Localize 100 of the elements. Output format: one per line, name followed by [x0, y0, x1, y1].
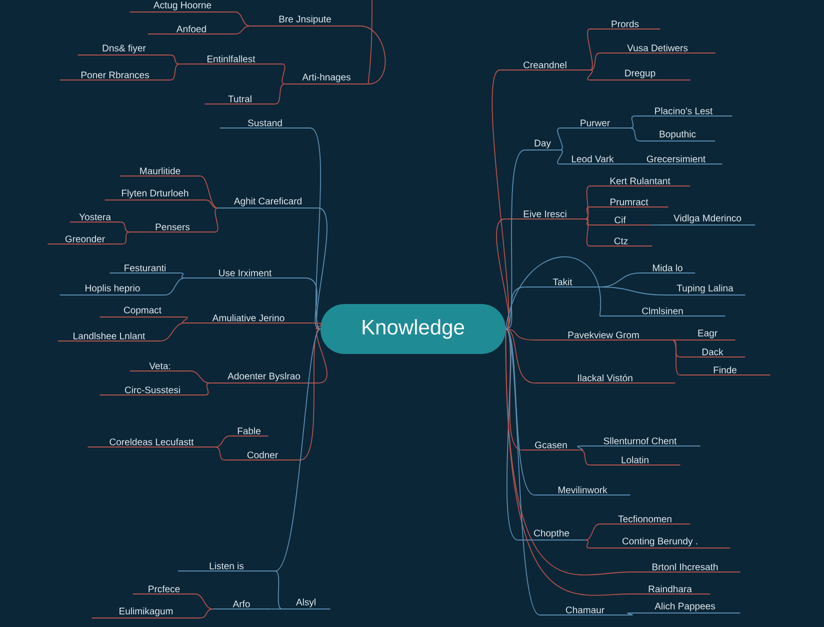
branch-label: Arti-hnages	[284, 73, 369, 84]
branch-label: Dregup	[589, 70, 691, 80]
branch-line	[584, 540, 590, 548]
branch-line	[580, 450, 590, 466]
branch-line	[600, 286, 666, 296]
branch-label: Conting Berundy .	[589, 537, 731, 548]
branch-label: Eulimikagum	[91, 607, 201, 618]
branch-label: Takit	[524, 278, 601, 288]
branch-line	[200, 176, 218, 208]
branch-label: Greonder	[47, 235, 123, 244]
branch-line	[160, 322, 186, 342]
branch-line	[164, 278, 186, 296]
branch-label: Placino's Lest	[634, 107, 733, 116]
branch-line	[557, 128, 563, 150]
branch-label: Coreldeas Lecufastt	[87, 438, 216, 448]
branch-label: Kert Rulantant	[589, 177, 691, 186]
branch-label: Flyten Drturloeh	[104, 189, 206, 200]
branch-line	[360, 26, 386, 84]
branch-line	[505, 328, 522, 450]
branch-label: Dack	[679, 348, 746, 358]
branch-label: Festuranti	[109, 264, 181, 274]
branch-line	[557, 150, 563, 164]
branch-line	[274, 84, 286, 104]
branch-label: Gcasen	[521, 442, 581, 450]
branch-line	[630, 116, 636, 128]
branch-line	[368, 0, 372, 84]
branch-label: Purwer	[559, 120, 631, 128]
branch-line	[194, 594, 214, 610]
branch-line	[180, 272, 186, 278]
branch-line	[587, 28, 593, 70]
branch-line	[304, 278, 321, 330]
branch-line	[672, 340, 680, 376]
branch-label: Day	[524, 140, 561, 150]
branch-label: Alsyl	[281, 598, 331, 610]
branch-label: Ctz	[589, 238, 653, 246]
branch-label: Veta:	[129, 362, 191, 372]
branch-line	[190, 370, 210, 384]
branch-label: Aghit Careficard	[217, 197, 319, 208]
branch-label: Dns& fiyer	[77, 44, 171, 56]
branch-label: Lolatin	[589, 456, 681, 466]
branch-label: Chopthe	[517, 529, 586, 540]
branch-label: Anfoed	[147, 25, 236, 34]
branch-label: Leod Vark	[559, 155, 626, 164]
branch-label: Finde	[679, 366, 771, 376]
branch-label: Amuliative Jerino	[184, 314, 313, 324]
branch-line	[505, 328, 536, 384]
branch-line	[584, 524, 600, 540]
branch-line	[590, 52, 600, 70]
branch-line	[274, 328, 321, 572]
branch-label: Tuping Lalina	[664, 284, 746, 296]
branch-label: Maurlitide	[119, 167, 201, 176]
branch-label: Eagr	[679, 330, 736, 340]
branch-label: Codner	[224, 451, 301, 460]
branch-line	[204, 382, 210, 396]
branch-label: Circ-Susstesi	[99, 386, 206, 396]
branch-label: Boputhic	[639, 130, 716, 142]
branch-line	[310, 128, 322, 330]
branch-line	[316, 208, 328, 330]
branch-line	[200, 608, 214, 618]
branch-line	[214, 436, 230, 448]
branch-line	[584, 186, 590, 220]
branch-label: Entinlfallest	[179, 55, 283, 64]
branch-line	[505, 150, 526, 330]
branch-label: Yostera	[69, 214, 121, 222]
branch-line	[505, 328, 540, 616]
branch-label: Copmact	[99, 306, 186, 318]
branch-line	[650, 224, 660, 226]
branch-label: Clmlsinen	[599, 307, 726, 316]
branch-line	[584, 218, 590, 226]
branch-label: Brtonl Ihcresath	[629, 563, 741, 572]
branch-line	[505, 328, 536, 340]
branch-label: Sllenturnof Chent	[579, 437, 701, 446]
branch-label: Listen is	[177, 562, 276, 572]
branch-line	[204, 200, 218, 208]
branch-label: Landlshee Lnlant	[57, 332, 161, 342]
branch-label: Mida lo	[639, 264, 696, 274]
branch-label: Mevilinwork	[534, 486, 631, 496]
branch-line	[577, 446, 583, 450]
branch-label: Hoplis heprio	[59, 284, 166, 296]
central-topic-pill: Knowledge	[320, 304, 506, 354]
branch-label: Cif	[589, 216, 651, 226]
branch-line	[170, 54, 180, 64]
branch-line	[587, 70, 593, 80]
branch-line	[182, 316, 188, 324]
branch-label: Prcfece	[132, 585, 196, 594]
branch-line	[496, 218, 510, 330]
branch-label: Arfo	[212, 600, 271, 610]
branch-label: Bre Jnsipute	[249, 15, 361, 26]
branch-line	[274, 570, 282, 610]
branch-line	[505, 328, 536, 496]
branch-line	[505, 256, 601, 330]
branch-line	[505, 286, 526, 330]
branch-label: Adoenter Byslrao	[209, 372, 319, 384]
branch-line	[234, 26, 250, 34]
branch-line	[312, 322, 323, 330]
branch-line	[584, 218, 590, 246]
branch-line	[122, 232, 130, 244]
branch-label: Vidlga Mderinco	[659, 214, 756, 226]
branch-line	[270, 608, 282, 610]
branch-line	[214, 446, 226, 460]
